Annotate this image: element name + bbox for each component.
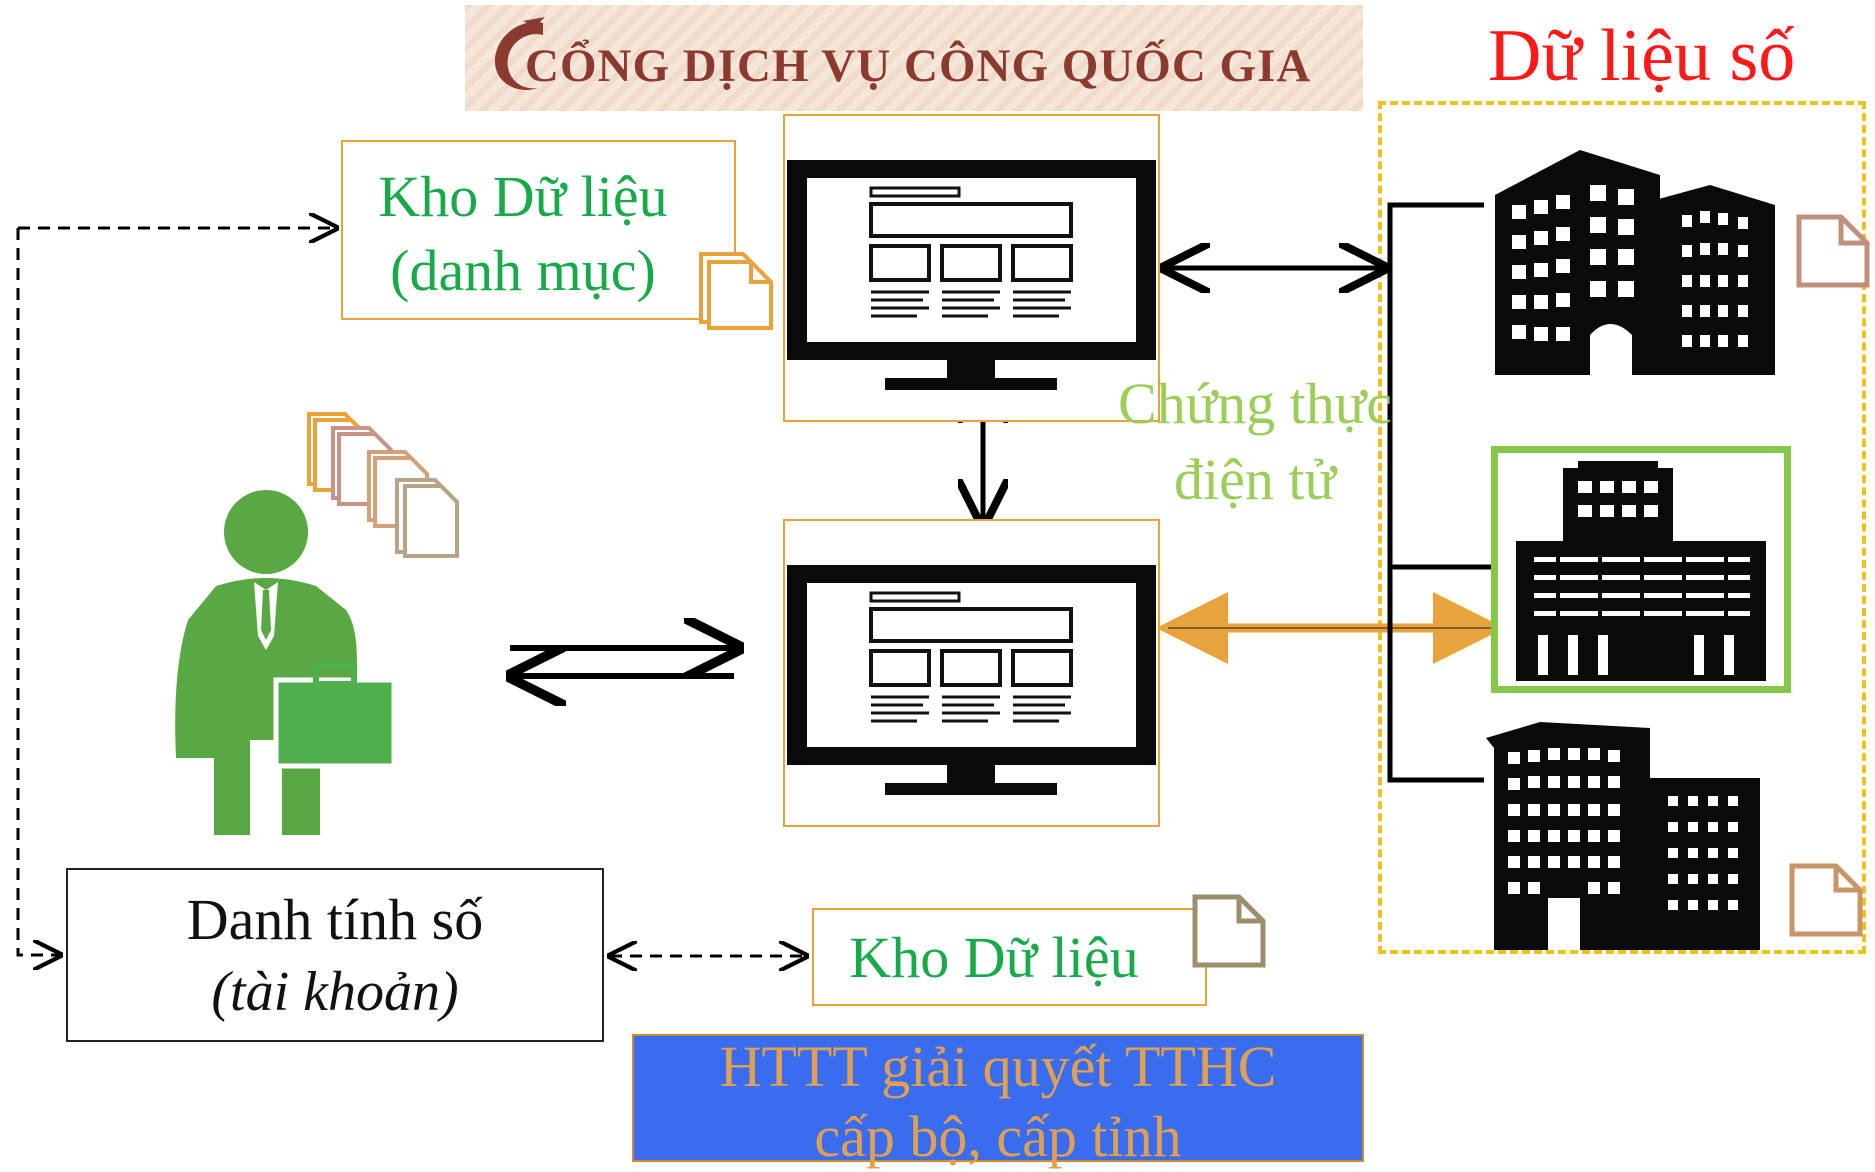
banner-title: CỔNG DỊCH VỤ CÔNG QUỐC GIA bbox=[525, 40, 1312, 92]
building-icon bbox=[1486, 722, 1760, 950]
document-stack-icon bbox=[307, 412, 459, 558]
htt-info-system: HTTT giải quyết TTHC cấp bộ, cấp tỉnh bbox=[632, 1034, 1364, 1169]
document-icon bbox=[1789, 863, 1863, 937]
digital-data-zone bbox=[1378, 101, 1866, 954]
logo-bird-icon bbox=[494, 17, 545, 90]
portal-monitor bbox=[783, 114, 1160, 422]
monitor-icon bbox=[787, 160, 1156, 390]
catalog-data-store: Kho Dữ liệu (danh mục) bbox=[341, 140, 736, 320]
processing-monitor bbox=[783, 519, 1160, 827]
data-store: Kho Dữ liệu bbox=[812, 908, 1207, 1006]
data-store-label: Kho Dữ liệu bbox=[849, 925, 1139, 990]
htt-info-system-label: HTTT giải quyết TTHC cấp bộ, cấp tỉnh bbox=[719, 1034, 1277, 1169]
digital-identity-box: Danh tính số (tài khoản) bbox=[66, 868, 604, 1042]
highlighted-building-frame bbox=[1491, 446, 1791, 693]
national-portal-banner: CỔNG DỊCH VỤ CÔNG QUỐC GIA bbox=[465, 5, 1363, 111]
monitor-icon bbox=[787, 565, 1156, 795]
document-icon bbox=[1796, 214, 1870, 288]
digital-identity-account: (tài khoản) bbox=[211, 961, 459, 1023]
building-icon bbox=[1495, 150, 1775, 375]
electronic-certification-label: Chứng thực điện tử bbox=[1118, 371, 1392, 512]
person-businessman-icon bbox=[175, 490, 397, 835]
document-icon bbox=[1192, 894, 1266, 968]
document-icon bbox=[699, 252, 773, 330]
building-icon bbox=[1516, 461, 1766, 681]
catalog-data-store-label: Kho Dữ liệu (danh mục) bbox=[378, 164, 668, 303]
digital-data-title: Dữ liệu số bbox=[1488, 15, 1796, 97]
digital-identity-label: Danh tính số bbox=[186, 887, 484, 952]
